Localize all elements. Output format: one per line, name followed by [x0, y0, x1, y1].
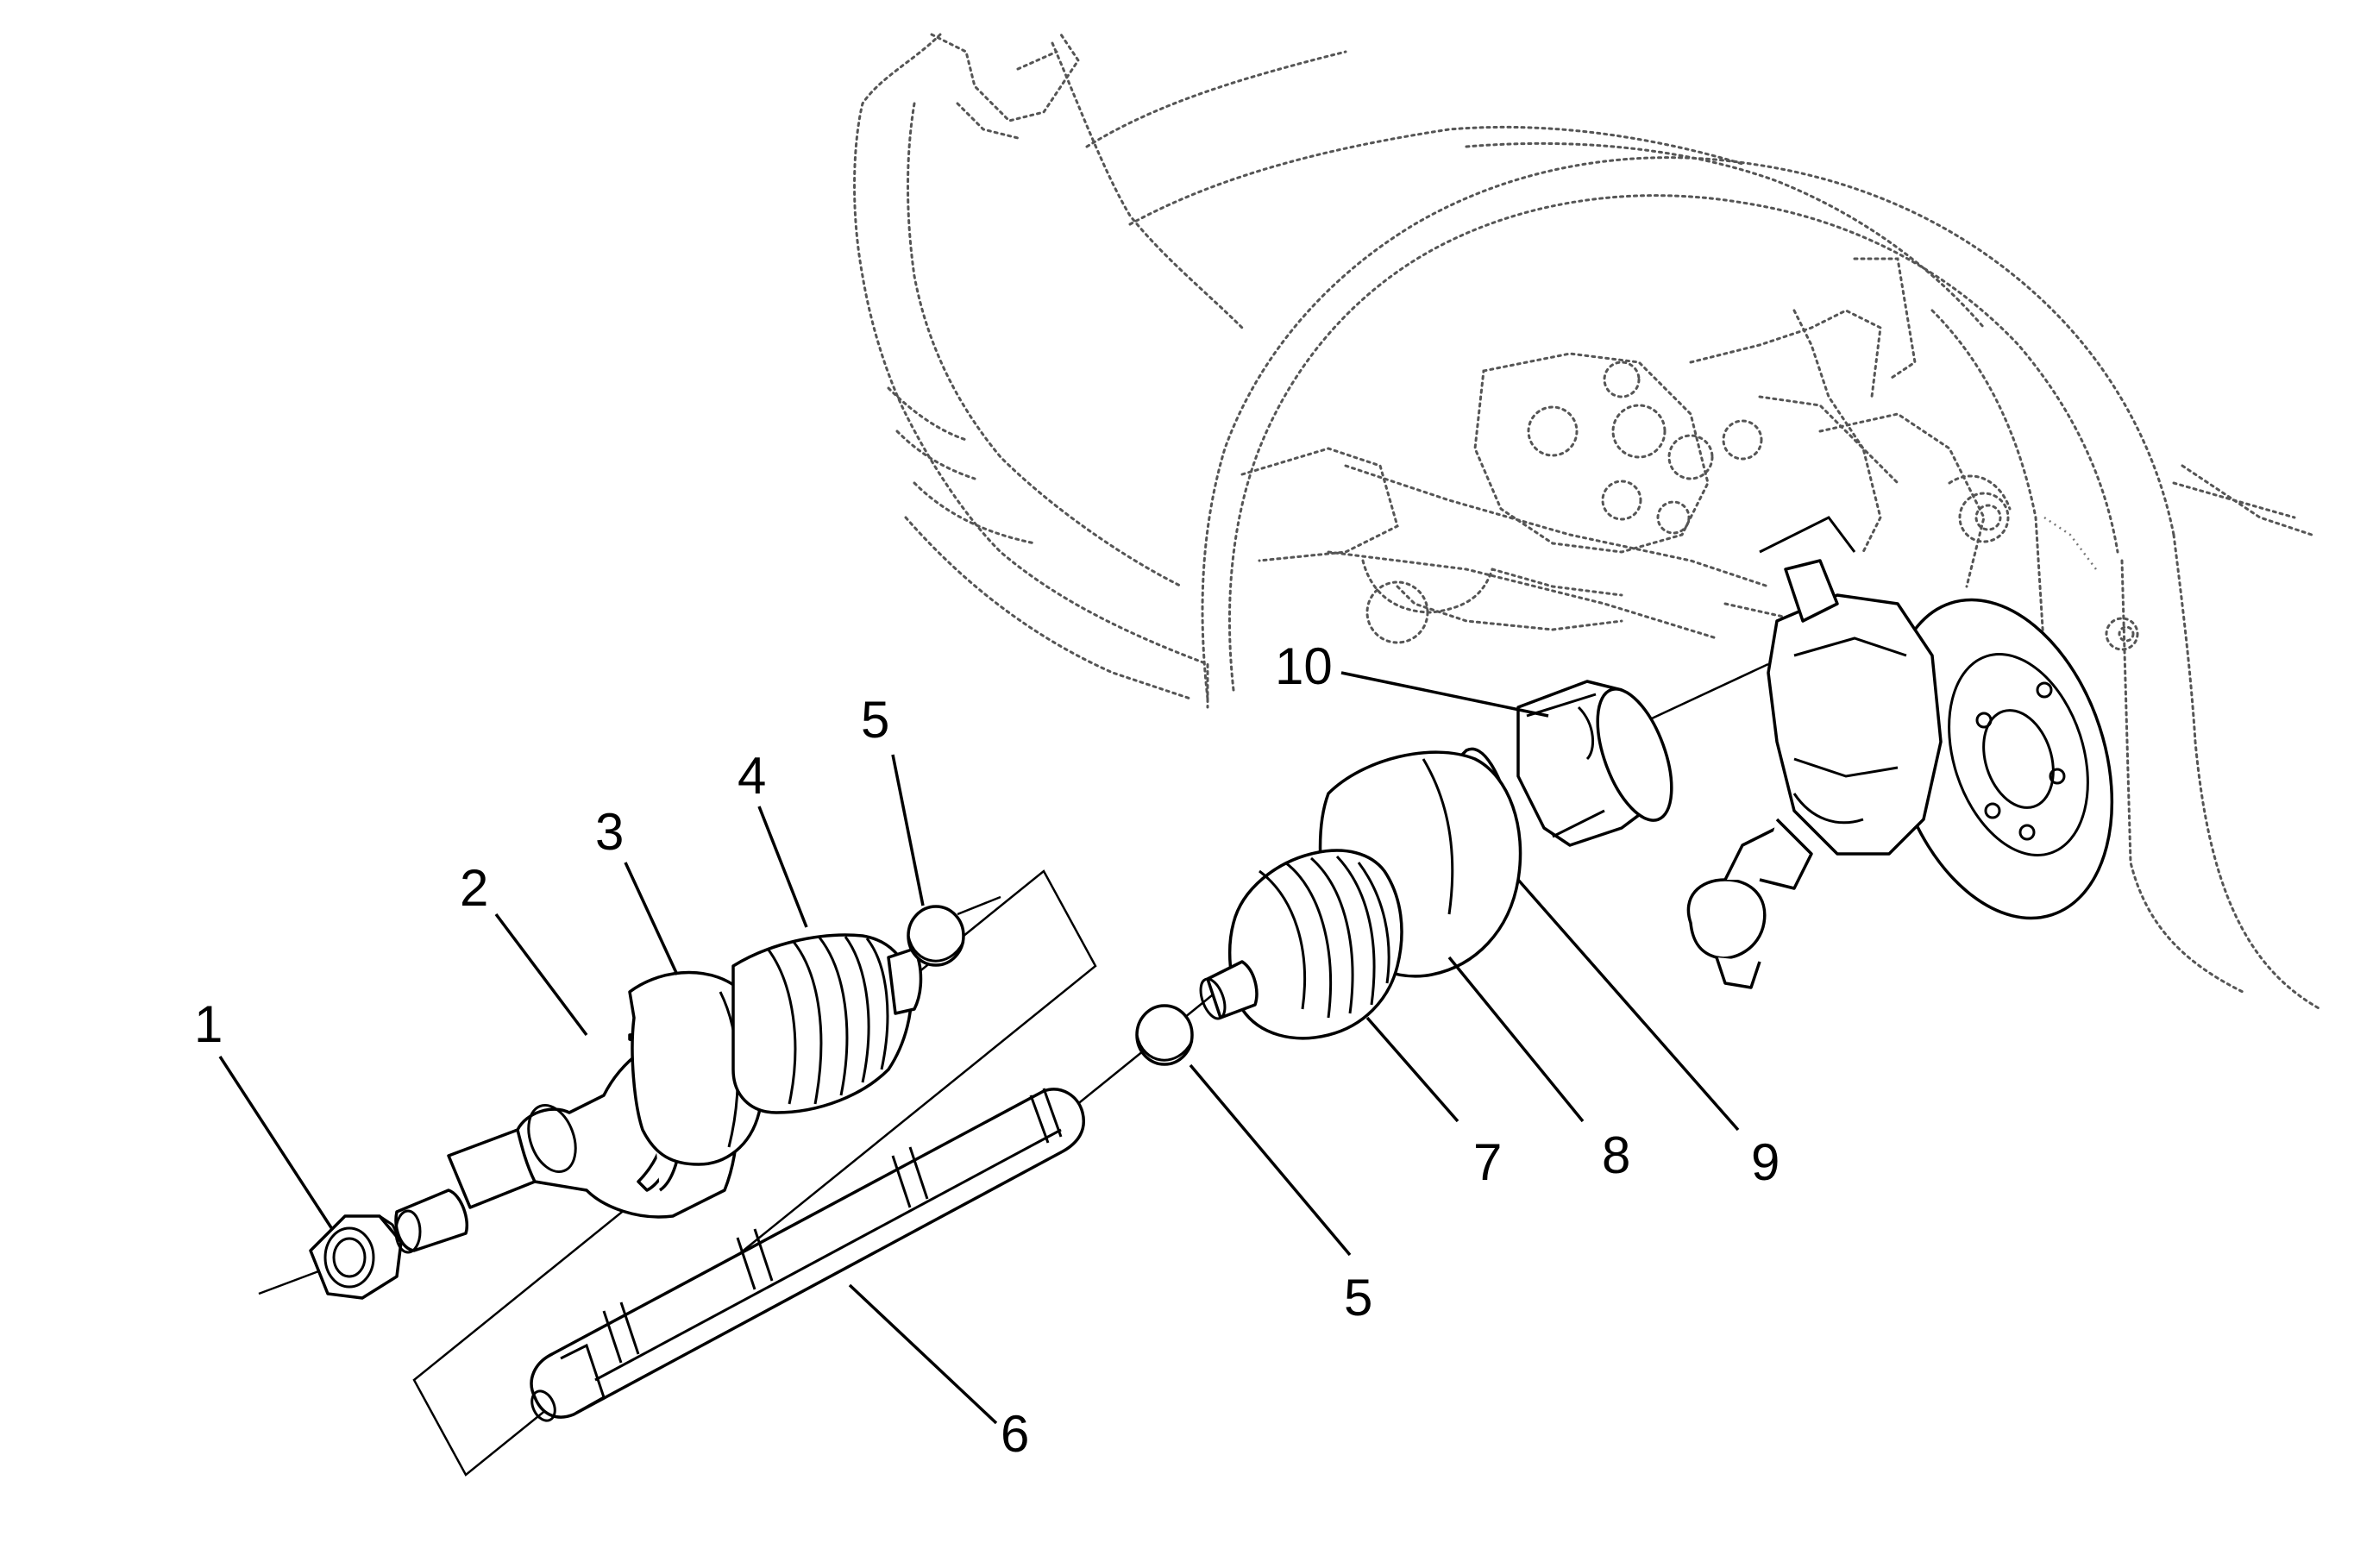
outer-cv-housing [1516, 680, 1673, 847]
leader-lines [218, 671, 1740, 1425]
callout-labels: 1 2 3 4 5 5 6 7 8 9 10 [194, 637, 1780, 1463]
callout-2: 2 [460, 859, 488, 917]
outboard-cv-joint-assembly [1034, 662, 1769, 1139]
callout-10: 10 [1275, 637, 1333, 695]
outer-boot [1199, 849, 1403, 1040]
callout-4: 4 [738, 747, 766, 805]
inner-boot [731, 933, 923, 1114]
hub-nut [309, 1214, 403, 1300]
callout-8: 8 [1602, 1126, 1630, 1184]
callout-5a: 5 [861, 691, 889, 749]
callout-5b: 5 [1344, 1269, 1372, 1327]
shaft-seal-upper [907, 905, 965, 967]
callout-6: 6 [1001, 1405, 1029, 1463]
shaft-seal-lower [1135, 1004, 1194, 1066]
callout-9: 9 [1751, 1133, 1780, 1191]
callout-3: 3 [595, 803, 624, 861]
callout-1: 1 [194, 995, 223, 1053]
inboard-cv-joint-assembly [258, 869, 1194, 1477]
knuckle-and-rotor [1686, 516, 2114, 989]
callout-7: 7 [1473, 1133, 1502, 1191]
halfshaft [530, 1088, 1085, 1422]
